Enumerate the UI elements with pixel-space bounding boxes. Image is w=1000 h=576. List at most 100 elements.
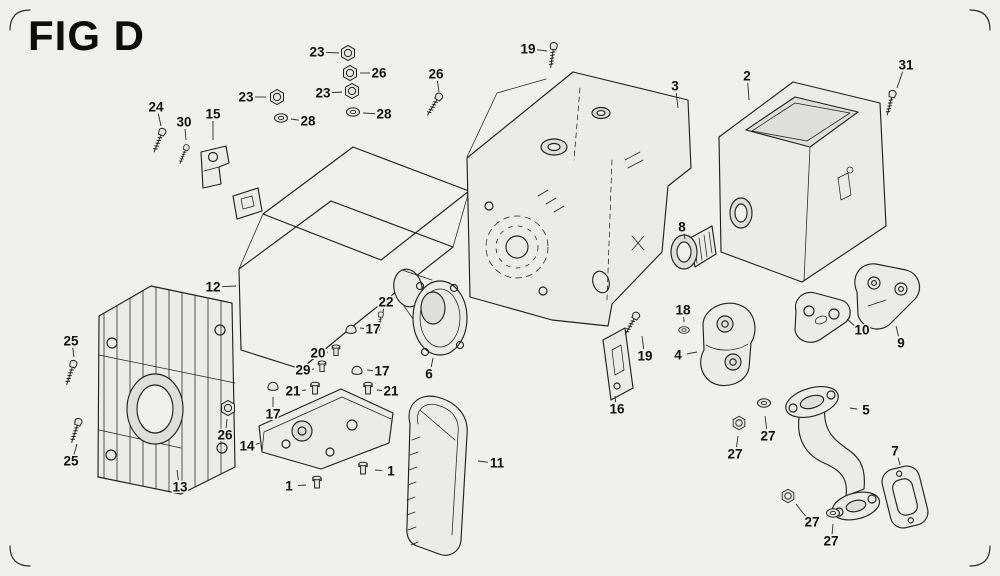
callout-leader-27 xyxy=(831,523,834,535)
callout-label-2: 2 xyxy=(743,69,751,84)
callout-label-17: 17 xyxy=(265,407,280,422)
screw-30 xyxy=(176,143,191,166)
callout-label-26: 26 xyxy=(428,67,444,82)
callout-label-3: 3 xyxy=(671,79,679,94)
nut-23-c xyxy=(345,83,359,99)
callout-leader-2 xyxy=(747,82,750,101)
cap-17-c xyxy=(267,381,279,391)
callout-leader-16 xyxy=(614,395,617,403)
callout-leader-5 xyxy=(849,407,858,410)
callout-leader-28 xyxy=(362,112,376,115)
callout-label-23: 23 xyxy=(309,45,325,60)
washer-28-a xyxy=(274,113,288,123)
callout-label-27: 27 xyxy=(823,534,838,549)
callout-label-14: 14 xyxy=(239,439,255,454)
callout-leader-27 xyxy=(736,435,739,448)
callout-leader-10 xyxy=(846,318,856,327)
callout-label-25: 25 xyxy=(63,454,79,469)
callout-leader-25 xyxy=(73,443,78,455)
callout-leader-25 xyxy=(72,347,75,358)
callout-label-26: 26 xyxy=(217,428,233,443)
callout-label-6: 6 xyxy=(425,367,433,382)
callout-leader-14 xyxy=(255,442,261,445)
callout-leader-19 xyxy=(536,49,548,52)
callout-leader-26 xyxy=(437,80,440,93)
part-16-stay xyxy=(602,327,634,401)
callout-label-17: 17 xyxy=(365,322,380,337)
screw-24 xyxy=(150,126,168,155)
callout-label-24: 24 xyxy=(148,100,164,115)
nut-23-a xyxy=(341,45,355,61)
callout-label-27: 27 xyxy=(727,447,742,462)
callout-label-28: 28 xyxy=(376,107,392,122)
nut-23-b xyxy=(270,89,284,105)
callout-label-27: 27 xyxy=(760,429,775,444)
screw-19-a xyxy=(546,41,559,69)
callout-label-5: 5 xyxy=(862,403,870,418)
callout-leader-9 xyxy=(895,325,899,337)
callout-label-15: 15 xyxy=(205,107,221,122)
callout-label-8: 8 xyxy=(678,220,686,235)
callout-label-10: 10 xyxy=(854,323,869,338)
nut-26-c xyxy=(221,400,235,416)
part-15-bracket xyxy=(200,145,263,220)
callout-label-30: 30 xyxy=(176,115,191,130)
callout-leader-19 xyxy=(641,335,645,350)
callout-leader-12 xyxy=(221,285,237,288)
callout-label-11: 11 xyxy=(490,456,505,471)
callout-label-17: 17 xyxy=(374,364,389,379)
callout-label-1: 1 xyxy=(285,479,293,494)
callout-leader-6 xyxy=(430,357,434,368)
part-5-exhaust-pipe xyxy=(785,386,881,521)
callout-label-4: 4 xyxy=(674,348,682,363)
callout-label-13: 13 xyxy=(172,480,188,495)
callout-label-23: 23 xyxy=(315,86,331,101)
callout-leader-27 xyxy=(795,503,807,518)
callout-label-1: 1 xyxy=(387,464,395,479)
callout-leader-31 xyxy=(896,71,904,89)
callout-leader-3 xyxy=(675,92,679,109)
callout-leader-11 xyxy=(477,460,489,463)
washer-27-b xyxy=(757,398,771,408)
callout-label-23: 23 xyxy=(238,90,254,105)
callout-label-20: 20 xyxy=(310,346,325,361)
part-9-plate xyxy=(854,263,921,330)
callout-leader-23 xyxy=(331,91,343,94)
callout-label-21: 21 xyxy=(285,384,301,399)
callout-leader-27 xyxy=(764,415,768,430)
nut-27-c xyxy=(781,488,795,504)
callout-label-25: 25 xyxy=(63,334,79,349)
screw-25-b xyxy=(67,416,84,445)
callout-leader-21 xyxy=(376,389,383,391)
callout-label-16: 16 xyxy=(609,402,625,417)
washer-27-d xyxy=(826,508,840,518)
callout-leader-26 xyxy=(225,418,228,429)
washer-18 xyxy=(678,326,690,334)
bolt-21-b xyxy=(363,381,373,395)
part-6-joint xyxy=(393,268,468,357)
part-10-gasket xyxy=(794,291,851,343)
callout-leader-17 xyxy=(366,369,374,371)
bolt-20 xyxy=(331,344,341,357)
cap-17-a xyxy=(345,324,357,334)
callout-label-9: 9 xyxy=(897,336,905,351)
bolt-29 xyxy=(317,360,327,373)
callout-leader-24 xyxy=(157,113,162,127)
callout-leader-13 xyxy=(176,469,179,481)
callout-label-7: 7 xyxy=(891,444,899,459)
callout-label-21: 21 xyxy=(383,384,399,399)
nut-27-a xyxy=(732,415,746,431)
bolt-1-a xyxy=(312,475,322,489)
callout-leader-28 xyxy=(290,118,300,121)
callout-label-19: 19 xyxy=(637,349,652,364)
figure-title: FIG D xyxy=(28,12,145,59)
callout-leader-8 xyxy=(683,233,686,240)
washer-28-b xyxy=(346,107,360,117)
part-3-muffler-cover xyxy=(466,71,692,327)
callout-leader-22 xyxy=(382,308,385,314)
callout-leader-30 xyxy=(184,128,187,141)
callout-label-28: 28 xyxy=(300,114,316,129)
screw-25-a xyxy=(62,358,79,387)
